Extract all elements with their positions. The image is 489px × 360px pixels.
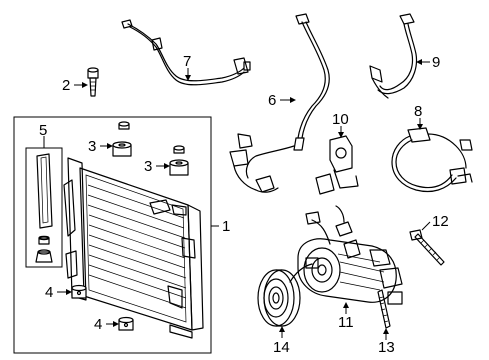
callout-14-arrow <box>279 326 285 332</box>
callout-1: 1 <box>222 218 230 235</box>
hose-part-9 <box>369 13 418 99</box>
callout-6: 6 <box>268 92 276 109</box>
callout-3b-arrow <box>164 163 170 169</box>
callout-11: 11 <box>338 314 354 331</box>
callout-7-arrow <box>185 75 191 81</box>
callout-11-arrow <box>343 302 349 308</box>
callout-9: 9 <box>432 54 440 71</box>
mount-part-4b <box>118 316 134 331</box>
receiver-dryer-part <box>35 153 53 263</box>
callout-13-arrow <box>383 328 389 334</box>
callout-5: 5 <box>39 122 47 139</box>
bushing-part-3a <box>112 141 132 157</box>
clutch-part-14 <box>257 257 319 327</box>
callout-6-arrow <box>290 97 296 103</box>
compressor-part-11 <box>297 205 403 305</box>
receiver-dryer-box <box>25 147 63 268</box>
callout-7: 7 <box>183 53 191 70</box>
callout-8-arrow <box>417 124 423 130</box>
hose-part-7 <box>121 19 251 86</box>
callout-10: 10 <box>332 111 349 128</box>
pipe-part-6 <box>229 13 330 193</box>
callout-3a-arrow <box>107 143 113 149</box>
callout-2: 2 <box>62 77 70 94</box>
hose-part-8 <box>391 127 473 193</box>
callout-4b-arrow <box>113 321 119 327</box>
bushing-part-3b <box>169 159 189 176</box>
callout-4a-arrow <box>66 289 72 295</box>
fitting-part-2 <box>87 67 99 97</box>
callout-14: 14 <box>273 339 290 356</box>
callout-13: 13 <box>378 339 395 356</box>
callout-12: 12 <box>432 213 449 230</box>
callout-4b: 4 <box>94 316 102 333</box>
callout-10-arrow <box>338 132 344 138</box>
callout-2-arrow <box>82 82 88 88</box>
stud-part-13 <box>377 289 391 329</box>
mount-part-4a <box>71 284 87 299</box>
callout-9-arrow <box>416 59 422 65</box>
callout-3a: 3 <box>88 138 96 155</box>
callout-3b: 3 <box>144 158 152 175</box>
callout-8: 8 <box>414 103 422 120</box>
bushing-part-top <box>118 121 130 130</box>
callout-4a: 4 <box>45 284 53 301</box>
bushing-part-small <box>173 145 185 154</box>
condenser-core <box>63 157 204 339</box>
condenser-group-box <box>13 116 212 354</box>
callout-12-leader <box>421 221 431 231</box>
switch-part-10 <box>315 135 359 195</box>
bolt-part-12 <box>409 229 445 266</box>
